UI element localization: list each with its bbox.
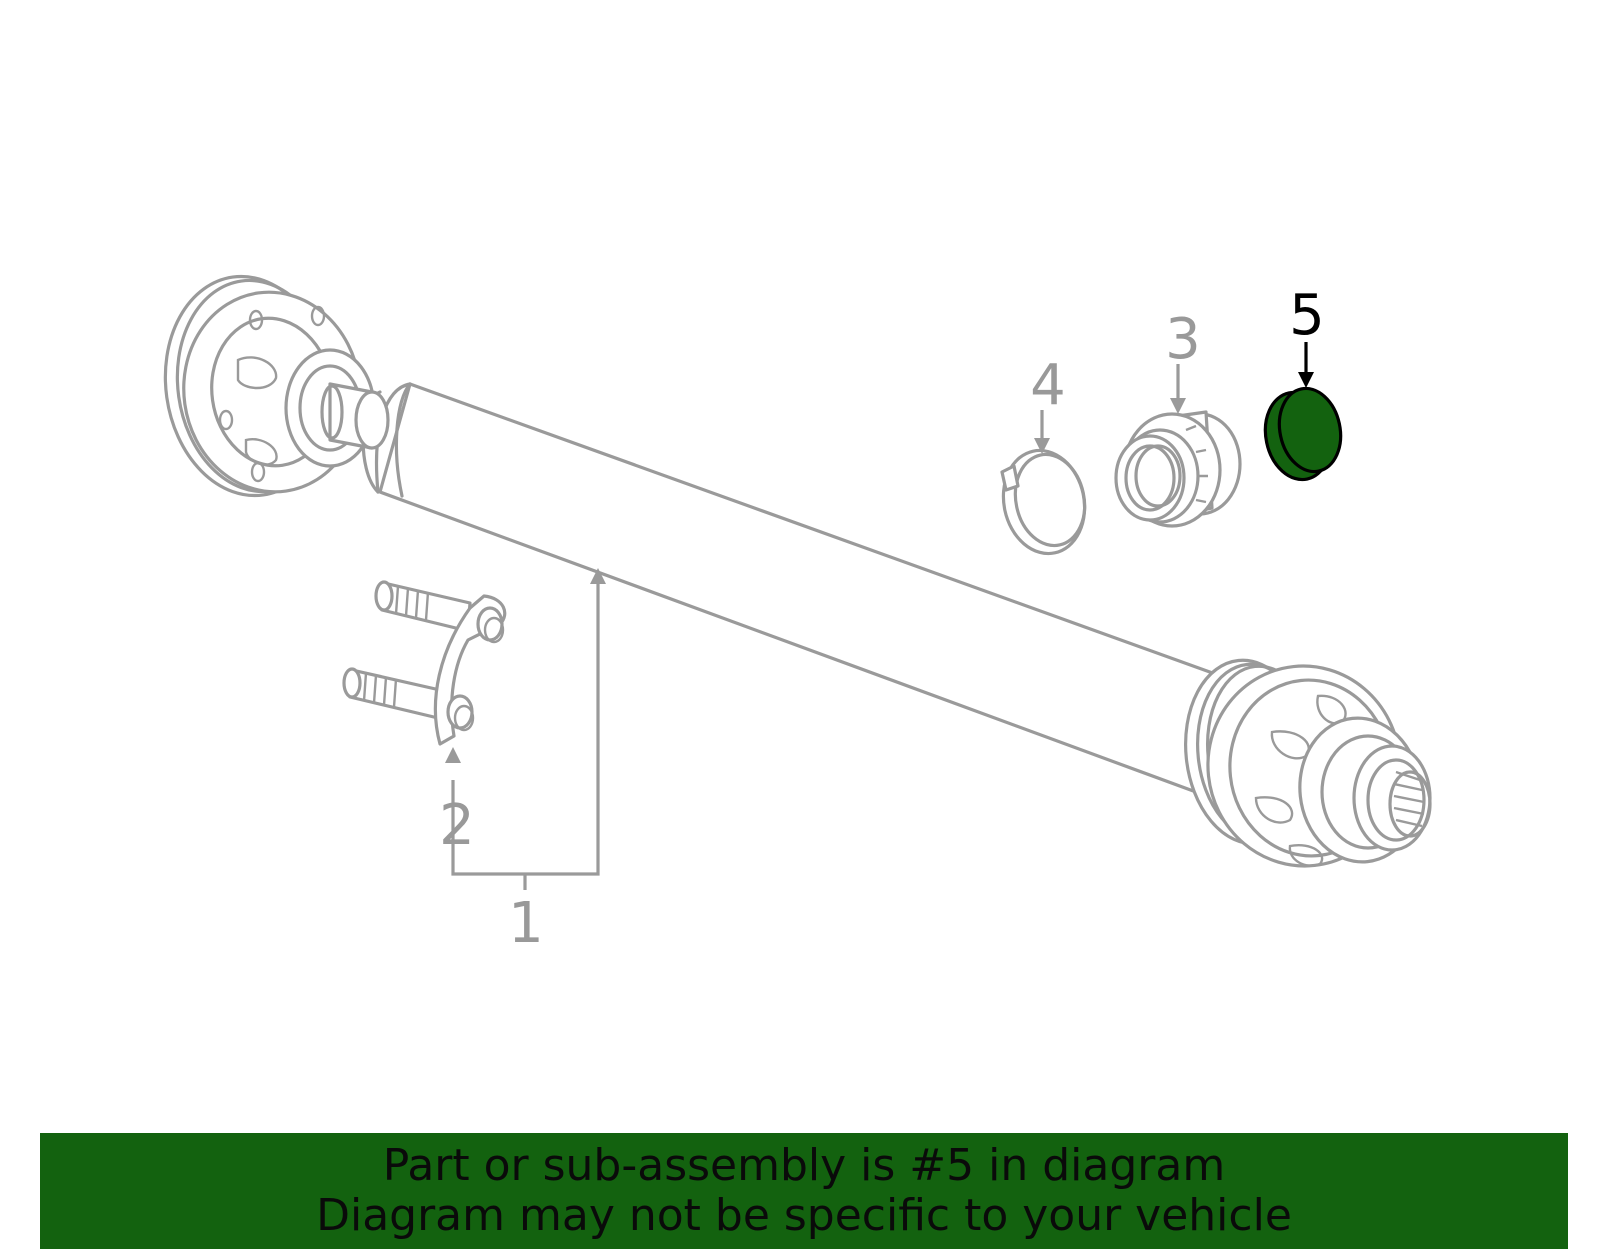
cv-boot xyxy=(1114,410,1242,528)
info-banner: Part or sub-assembly is #5 in diagram Di… xyxy=(40,1133,1568,1249)
callout-4: 4 xyxy=(1030,353,1066,418)
callout-1: 1 xyxy=(508,891,544,956)
propeller-shaft-tube xyxy=(361,382,1234,794)
clamp-ring xyxy=(1000,448,1087,556)
arrowhead-4 xyxy=(1034,438,1050,454)
banner-line-1: Part or sub-assembly is #5 in diagram xyxy=(382,1140,1226,1191)
front-flange-joint xyxy=(163,274,390,498)
rear-cv-joint xyxy=(1183,658,1432,868)
callout-2: 2 xyxy=(439,793,475,858)
leader-lines xyxy=(445,342,1314,890)
highlighted-part-5 xyxy=(1263,386,1343,482)
banner-line-2: Diagram may not be specific to your vehi… xyxy=(316,1190,1292,1241)
bolt-and-retainer xyxy=(342,580,507,746)
arrowhead-2 xyxy=(445,747,461,763)
callout-3: 3 xyxy=(1165,307,1201,372)
arrowhead-5 xyxy=(1298,372,1314,388)
arrowhead-3 xyxy=(1170,398,1186,414)
callout-5: 5 xyxy=(1289,283,1325,348)
arrowhead-1 xyxy=(590,568,606,584)
